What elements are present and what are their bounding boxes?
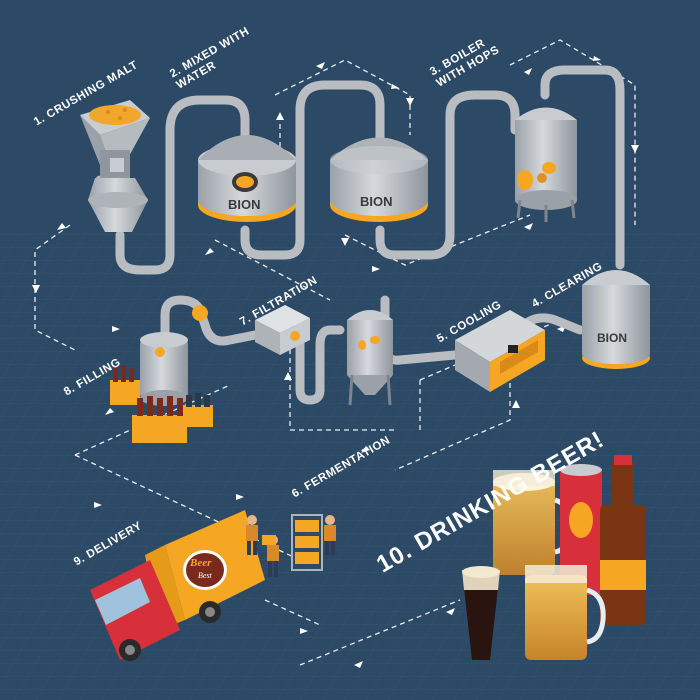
malt-crusher: [80, 100, 150, 232]
workers: [246, 514, 336, 577]
mash-tank-logo: BION: [228, 197, 261, 212]
keg-and-crates: [110, 332, 213, 443]
mash-tank: BION: [198, 135, 296, 222]
fermentation-tank: [347, 310, 393, 406]
clearing-tank-logo: BION: [597, 331, 627, 345]
truck-logo-beer: Beer: [189, 557, 212, 569]
delivery-truck: Beer Best: [90, 510, 265, 661]
truck-logo-best: Best: [198, 571, 213, 580]
filter-unit: [192, 305, 310, 355]
lauter-tank: BION: [330, 137, 428, 222]
hop-boiler: [515, 107, 577, 222]
lauter-tank-logo: BION: [360, 194, 393, 209]
beer-glasses-and-bottles: [462, 455, 646, 660]
cooler: [455, 310, 545, 392]
clearing-tank: BION: [582, 270, 650, 369]
